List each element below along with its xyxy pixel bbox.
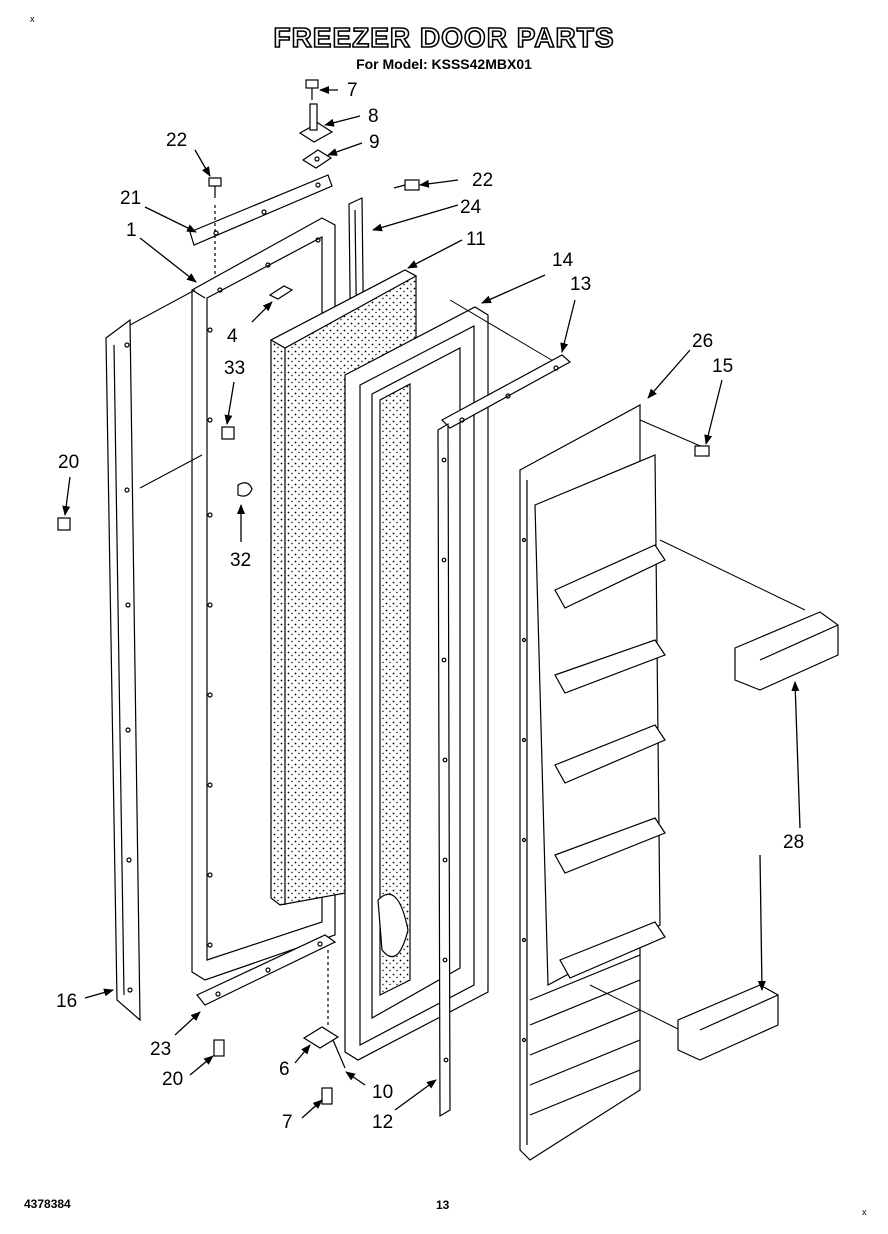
callout-21: 21: [120, 188, 141, 209]
part-15-screw: [694, 445, 710, 457]
callout-26: 26: [692, 331, 713, 352]
callout-12: 12: [372, 1112, 393, 1133]
part-22-screw-right: [393, 179, 420, 191]
callout-33: 33: [224, 358, 245, 379]
callout-20-bottom: 20: [162, 1069, 183, 1090]
callout-7-bottom: 7: [282, 1112, 293, 1133]
part-4-clip: [268, 285, 294, 300]
part-10-hinge-pin: [332, 1039, 346, 1069]
callout-22-right: 22: [472, 170, 493, 191]
part-21-top-bracket: [189, 174, 333, 246]
part-20-screw-left: [57, 517, 71, 531]
callout-13: 13: [570, 274, 591, 295]
callout-24: 24: [460, 197, 482, 218]
callout-labels: 7 8 9 22 22 21 24 1 11 14 13 4 26 15 33 …: [56, 80, 804, 1133]
callout-16: 16: [56, 991, 77, 1012]
part-12-gasket: [437, 422, 451, 1118]
corner-mark-bottom-right: x: [862, 1207, 867, 1217]
part-32-fastener: [237, 482, 253, 497]
callout-7-top: 7: [347, 80, 358, 101]
part-23-bottom-bracket: [196, 934, 337, 1006]
callout-14: 14: [552, 250, 574, 271]
corner-mark-top-left: x: [30, 14, 35, 24]
page-number: 13: [436, 1198, 450, 1212]
part-7-hinge-screw-top: [305, 79, 319, 100]
callout-28: 28: [783, 832, 804, 853]
callout-8: 8: [368, 106, 379, 127]
part-7-hinge-screw-bottom: [321, 1087, 333, 1105]
part-22-screw-left: [208, 177, 222, 280]
leader-lines: [62, 86, 801, 1119]
part-28-end-cap-bottom: [677, 984, 779, 1061]
part-33-clip: [221, 426, 235, 440]
part-16-outer-panel: [105, 318, 141, 1022]
callout-10: 10: [372, 1082, 393, 1103]
callout-4: 4: [227, 326, 238, 347]
part-28-end-cap-top: [734, 611, 839, 691]
model-subtitle: For Model: KSSS42MBX01: [356, 56, 532, 72]
part-26-shelf-liner: [519, 403, 806, 1161]
callout-15: 15: [712, 356, 733, 377]
callout-9: 9: [369, 132, 380, 153]
callout-20-left: 20: [58, 452, 79, 473]
part-9-shim: [301, 149, 333, 169]
callout-1: 1: [126, 220, 137, 241]
callout-22-left: 22: [166, 130, 187, 151]
callout-32: 32: [230, 550, 251, 571]
callout-11: 11: [466, 229, 486, 250]
callout-23: 23: [150, 1039, 171, 1060]
page-title: FREEZER DOOR PARTS: [273, 21, 615, 54]
part-8-top-hinge: [298, 103, 334, 143]
document-number: 4378384: [24, 1197, 71, 1211]
part-20-screw-bottom: [213, 1039, 225, 1057]
callout-6: 6: [279, 1059, 290, 1080]
part-6-bottom-hinge: [302, 950, 340, 1049]
